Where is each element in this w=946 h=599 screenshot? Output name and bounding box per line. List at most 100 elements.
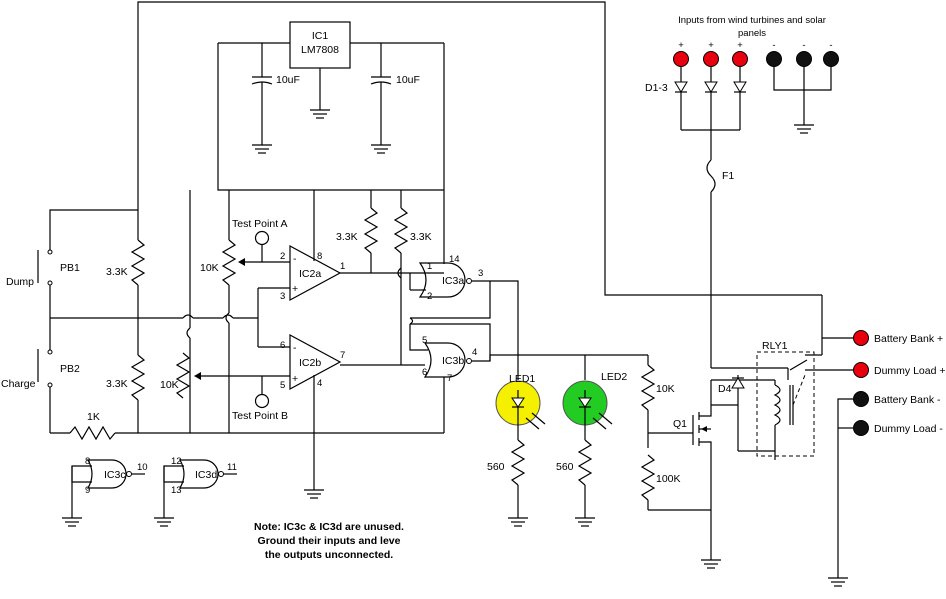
d4-label: D4 (718, 383, 732, 395)
ic2a-pin2: 2 (280, 251, 285, 262)
left-input-network: PB1 Dump PB2 Charge 3.3K 3.3K (1, 190, 444, 441)
output-terminal-dummy-minus (853, 420, 869, 436)
ic3a-pin14: 14 (449, 254, 460, 265)
sign-minus-3: - (829, 40, 832, 51)
output-label-dummy-plus: Dummy Load + (874, 365, 946, 377)
ic3b-pin5: 5 (422, 335, 427, 346)
output-label-battery-minus: Battery Bank - (874, 394, 941, 406)
note-block: Note: IC3c & IC3d are unused. Ground the… (254, 521, 404, 561)
relay-outline (756, 351, 815, 457)
fuse-label: F1 (722, 170, 734, 182)
ic2b-plus: + (292, 373, 298, 385)
gate-ic3d: IC3d 12 13 11 (154, 456, 237, 527)
ic3b-pin7: 7 (447, 373, 452, 384)
q-r1-label: 10K (656, 383, 675, 395)
input-terminal-black-1 (766, 51, 782, 67)
capacitor-c2: 10uF (370, 43, 420, 154)
ic2b-minus: - (293, 342, 297, 354)
ic3c-pin8: 8 (85, 456, 90, 467)
input-terminal-red-1 (673, 51, 689, 67)
input-terminal-red-3 (732, 51, 748, 67)
ic3d-label: IC3d (195, 469, 217, 481)
input-terminal-black-3 (823, 51, 839, 67)
top-power-rail (137, 1, 822, 296)
test-point-b-icon (254, 393, 270, 409)
ic2b-pin6: 6 (280, 340, 285, 351)
output-label-battery-plus: Battery Bank + (874, 333, 943, 345)
r5-label: 1K (87, 411, 100, 423)
ic3a-pin2: 2 (427, 291, 432, 302)
opamp-ic2a: IC2a - + 2 3 8 1 (280, 190, 444, 302)
ic3b-pin4: 4 (472, 347, 477, 358)
ic2a-label: IC2a (299, 268, 321, 280)
sign-minus-2: - (802, 40, 805, 51)
led2-label: LED2 (601, 371, 627, 383)
led1-resistor-label: 560 (487, 461, 505, 473)
sign-minus-1: - (772, 40, 775, 51)
ic3d-pin12: 12 (171, 456, 182, 467)
led1-section: LED1 560 (487, 355, 546, 527)
input-terminal-black-2 (796, 51, 812, 67)
ic1-regulator: IC1 LM7808 (289, 21, 351, 119)
gate-ic3c: IC3c 8 9 10 (62, 456, 148, 527)
test-point-a-label: Test Point A (232, 218, 287, 230)
ic2b-pin4: 4 (317, 378, 322, 389)
ic3c-label: IC3c (104, 469, 126, 481)
ic3d-pin11: 11 (227, 462, 237, 473)
cap1-label: 10uF (276, 74, 300, 86)
gate-ic3a: IC3a 1 2 14 3 (409, 254, 519, 355)
ic2a-pin1: 1 (340, 261, 345, 272)
output-terminal-battery-plus (853, 330, 869, 346)
ic2b-label: IC2b (299, 357, 321, 369)
led1-label: LED1 (509, 373, 535, 385)
output-terminal-dummy-plus (853, 362, 869, 378)
inputs-title-line1: Inputs from wind turbines and solar (678, 15, 826, 26)
test-point-a-icon (254, 230, 270, 246)
ic2a-plus: + (292, 283, 298, 295)
opamp-ic2b: IC2b - + 6 5 4 7 (280, 333, 425, 499)
ic3a-pin3: 3 (478, 268, 483, 279)
ground-icon (310, 109, 330, 119)
r3-label: 3.3K (336, 231, 358, 243)
pot-top: 10K Test Point A (200, 190, 290, 433)
ic3b-pin6: 6 (422, 367, 427, 378)
input-terminals: Inputs from wind turbines and solar pane… (645, 15, 839, 160)
pullup-resistors: 3.3K 3.3K (336, 190, 432, 365)
ic2a-minus: - (293, 253, 297, 265)
output-label-dummy-minus: Dummy Load - (874, 423, 943, 435)
q1-label: Q1 (673, 418, 687, 430)
note-line-1: Note: IC3c & IC3d are unused. (254, 521, 404, 533)
relay-label: RLY1 (762, 340, 788, 352)
ic2a-pin8: 8 (317, 251, 322, 262)
led2-section: LED2 560 (556, 355, 627, 527)
output-terminals: Battery Bank + Dummy Load + Battery Bank… (828, 330, 946, 587)
q-r2-label: 100K (656, 473, 681, 485)
r1-label: 3.3K (106, 266, 128, 278)
ic3d-pin13: 13 (171, 485, 182, 496)
ic1-part: LM7808 (301, 44, 339, 56)
pot1-label: 10K (200, 262, 219, 274)
diodes-label: D1-3 (645, 82, 668, 94)
pb1-label: PB1 (60, 262, 80, 274)
inputs-title-line2: panels (738, 28, 766, 39)
note-line-2: Ground their inputs and leve (258, 535, 401, 547)
ic2b-pin7: 7 (340, 350, 345, 361)
pot2-label: 10K (160, 379, 179, 391)
ic2b-pin5: 5 (280, 380, 285, 391)
capacitor-c1: 10uF (251, 43, 300, 154)
ic3a-label: IC3a (442, 275, 464, 287)
test-point-b-label: Test Point B (232, 410, 288, 422)
relay-section: D4 RLY1 (711, 295, 853, 460)
cap2-label: 10uF (396, 74, 420, 86)
ic3c-pin10: 10 (137, 462, 148, 473)
dump-label: Dump (6, 276, 34, 288)
pb2-label: PB2 (60, 363, 80, 375)
ic3a-pin1: 1 (427, 261, 432, 272)
output-terminal-battery-minus (853, 391, 869, 407)
ic3c-pin9: 9 (85, 485, 90, 496)
sign-plus-2: + (708, 40, 714, 51)
ic1-name: IC1 (312, 30, 329, 42)
sign-plus-1: + (678, 40, 684, 51)
